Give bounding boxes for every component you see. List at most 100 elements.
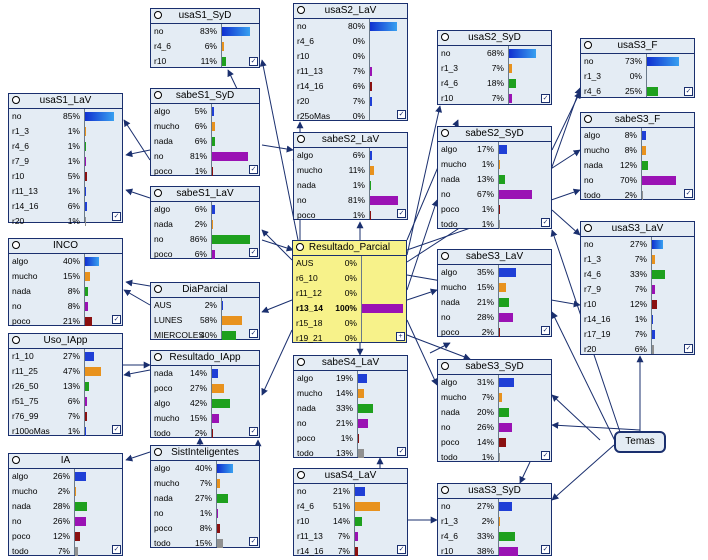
node-check-icon[interactable]: ✓: [397, 545, 406, 554]
node-check-icon[interactable]: ✓: [541, 326, 550, 335]
node-check-icon[interactable]: ✓: [397, 447, 406, 456]
node-header[interactable]: usaS2_SyD: [438, 31, 551, 46]
node-header[interactable]: usaS1_LaV: [9, 94, 122, 109]
node-header[interactable]: sabeS1_SyD: [151, 89, 259, 104]
node-check-icon[interactable]: ✓: [541, 545, 550, 554]
node-check-icon[interactable]: ✓: [541, 218, 550, 227]
node-check-icon[interactable]: ✓: [684, 87, 693, 96]
node-check-icon[interactable]: ✓: [397, 110, 406, 119]
node-check-icon[interactable]: ✓: [112, 315, 121, 324]
node-header[interactable]: usaS2_LaV: [294, 4, 407, 19]
node-header[interactable]: Resultado_Parcial: [293, 241, 406, 256]
node-header[interactable]: usaS3_F: [581, 39, 694, 54]
node-header[interactable]: sabeS1_LaV: [151, 187, 259, 202]
node-header[interactable]: usaS3_SyD: [438, 484, 551, 499]
node-header[interactable]: usaS1_SyD: [151, 9, 259, 24]
node-check-icon[interactable]: ✓: [112, 212, 121, 221]
node-header[interactable]: sabeS3_LaV: [438, 250, 551, 265]
node-header[interactable]: sabeS2_SyD: [438, 127, 551, 142]
node-check-icon[interactable]: ✓: [112, 545, 121, 554]
node-header[interactable]: DiaParcial: [151, 283, 259, 298]
node-check-icon[interactable]: ✓: [397, 209, 406, 218]
node-header[interactable]: usaS4_LaV: [294, 469, 407, 484]
